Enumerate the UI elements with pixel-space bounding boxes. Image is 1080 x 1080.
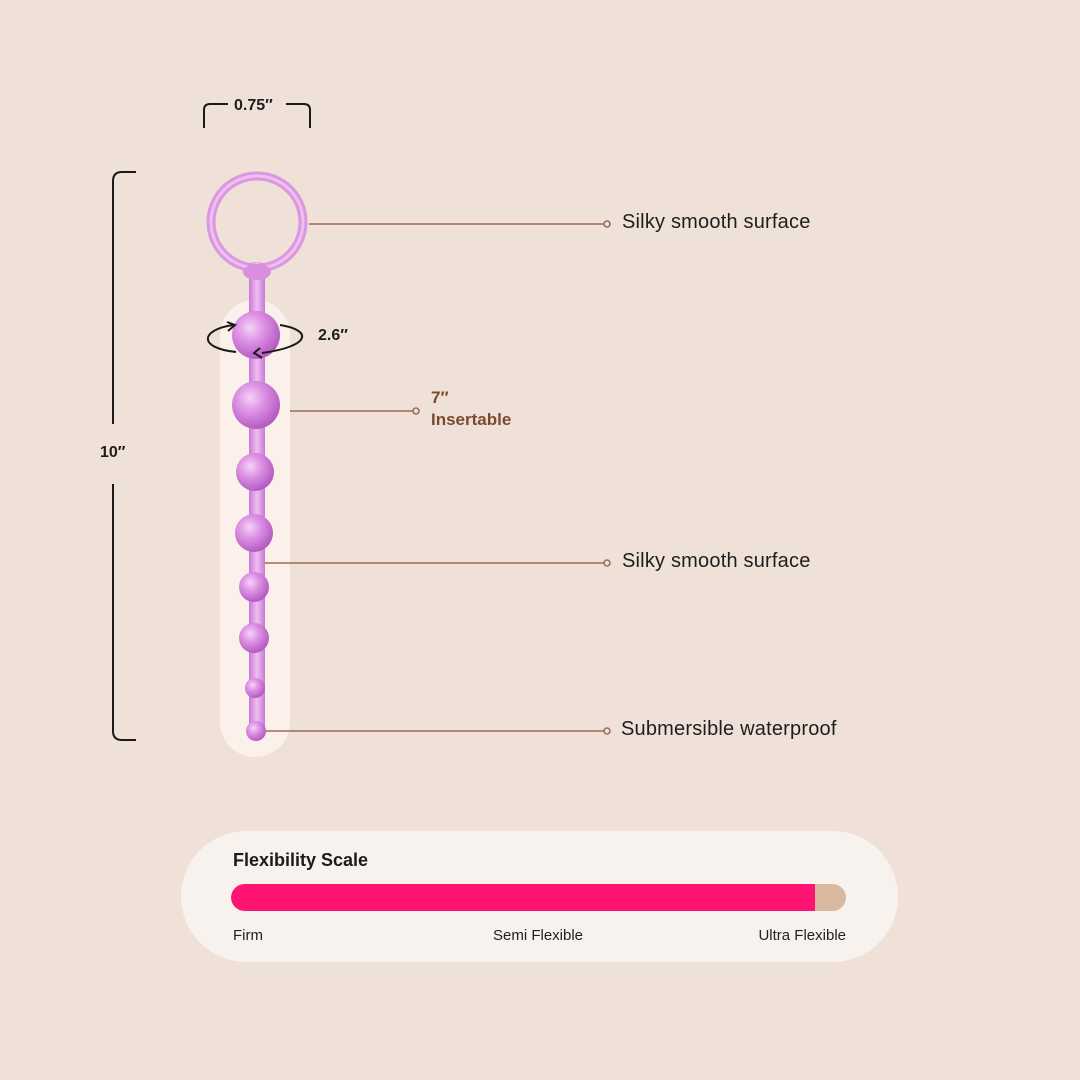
callout-silky-surface-middle: Silky smooth surface [622,550,811,572]
flexibility-level-fill [231,884,816,911]
insertable-label: Insertable [431,410,512,429]
length-label: 10″ [100,444,126,461]
width-label: 0.75″ [234,97,273,114]
leader-lines [262,220,611,735]
width-bracket [203,103,311,128]
flexibility-track [231,884,846,911]
circumference-label: 2.6″ [318,327,348,344]
insertable-value: 7″ [431,388,449,407]
length-bracket [112,171,136,741]
flexibility-scale-title: Flexibility Scale [233,850,369,870]
scale-label-semi-flexible: Semi Flexible [493,927,584,944]
bead-string-product [206,171,308,741]
callout-submersible-waterproof: Submersible waterproof [621,718,837,740]
flexibility-scale-card: Flexibility Scale Firm Semi Flexible Ult… [181,831,898,962]
scale-label-ultra-flexible: Ultra Flexible [758,927,846,944]
callout-silky-surface-top: Silky smooth surface [622,211,811,233]
scale-label-firm: Firm [233,927,263,944]
product-illustration [112,103,611,757]
rotation-arrows-icon [206,321,303,359]
